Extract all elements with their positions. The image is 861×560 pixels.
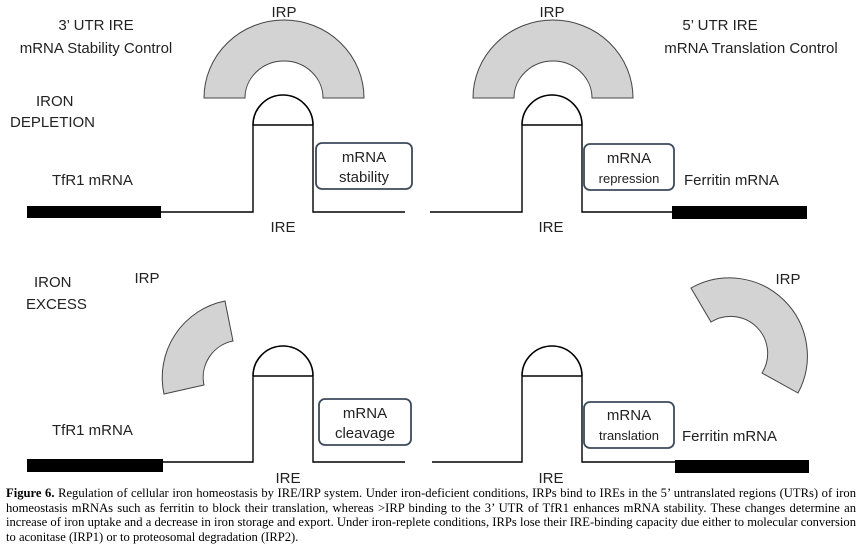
panel-bottom-left: IRON EXCESS IRP TfR1 mRNA mRNA cleavage … xyxy=(26,270,412,486)
mrna-strand xyxy=(581,125,672,213)
condition-label-line2: DEPLETION xyxy=(10,114,95,131)
mrna-coding-region xyxy=(672,206,807,219)
irp-label: IRP xyxy=(271,4,296,21)
mrna-label: Ferritin mRNA xyxy=(684,172,779,189)
effect-line1: mRNA xyxy=(607,407,651,424)
figure-number: Figure 6. xyxy=(6,486,55,500)
irp-label: IRP xyxy=(539,4,564,21)
irp-label: IRP xyxy=(134,270,159,287)
mrna-strand xyxy=(161,125,254,213)
caption-text: Regulation of cellular iron homeostasis … xyxy=(6,486,857,544)
mrna-strand xyxy=(163,376,254,463)
panel-title-line2: mRNA Stability Control xyxy=(20,40,173,57)
condition-label-line2: EXCESS xyxy=(26,296,87,313)
ire-label: IRE xyxy=(275,470,300,486)
mrna-label: Ferritin mRNA xyxy=(682,428,777,445)
effect-line2: cleavage xyxy=(335,425,395,442)
ire-label: IRE xyxy=(270,219,295,236)
mrna-effect-box xyxy=(583,401,675,449)
figure-caption: Figure 6. Regulation of cellular iron ho… xyxy=(6,486,856,544)
mrna-label: TfR1 mRNA xyxy=(52,172,133,189)
condition-label-line1: IRON xyxy=(36,93,74,110)
effect-line2: repression xyxy=(599,171,660,186)
ire-label: IRE xyxy=(538,219,563,236)
mrna-effect-box xyxy=(315,142,413,190)
effect-line2: stability xyxy=(339,169,390,186)
effect-line2: translation xyxy=(599,428,659,443)
irp-label: IRP xyxy=(775,271,800,288)
effect-line1: mRNA xyxy=(342,149,386,166)
ire-stem-loop xyxy=(521,94,583,126)
panel-title-line2: mRNA Translation Control xyxy=(664,40,837,57)
mrna-effect-box xyxy=(583,143,675,191)
irp-protein-free xyxy=(690,277,808,394)
ire-label: IRE xyxy=(538,470,563,486)
panel-top-left: 3’ UTR IRE mRNA Stability Control IRON D… xyxy=(10,4,413,236)
mrna-label: TfR1 mRNA xyxy=(52,422,133,439)
ire-stem-loop xyxy=(521,345,583,377)
ire-irp-diagram: 3’ UTR IRE mRNA Stability Control IRON D… xyxy=(10,4,838,486)
mrna-strand xyxy=(432,376,523,463)
irp-protein-bound xyxy=(472,19,634,99)
irp-protein-free xyxy=(161,300,234,395)
effect-line1: mRNA xyxy=(607,150,651,167)
panel-title-line1: 3’ UTR IRE xyxy=(58,17,133,34)
mrna-strand xyxy=(312,125,405,213)
mrna-coding-region xyxy=(27,459,163,472)
panel-top-right: 5’ UTR IRE mRNA Translation Control IRP … xyxy=(430,4,838,236)
mrna-effect-box xyxy=(318,398,412,446)
mrna-coding-region xyxy=(27,206,161,218)
ire-stem-loop xyxy=(252,345,314,377)
ire-stem-loop xyxy=(252,94,314,126)
mrna-strand xyxy=(581,376,675,463)
irp-protein-bound xyxy=(203,19,365,99)
panel-bottom-right: IRP Ferritin mRNA mRNA translation IRE xyxy=(432,271,809,486)
mrna-coding-region xyxy=(675,460,809,473)
panel-title-line1: 5’ UTR IRE xyxy=(682,17,757,34)
mrna-strand xyxy=(312,376,405,463)
mrna-strand xyxy=(430,125,523,213)
effect-line1: mRNA xyxy=(343,405,387,422)
condition-label-line1: IRON xyxy=(34,274,72,291)
